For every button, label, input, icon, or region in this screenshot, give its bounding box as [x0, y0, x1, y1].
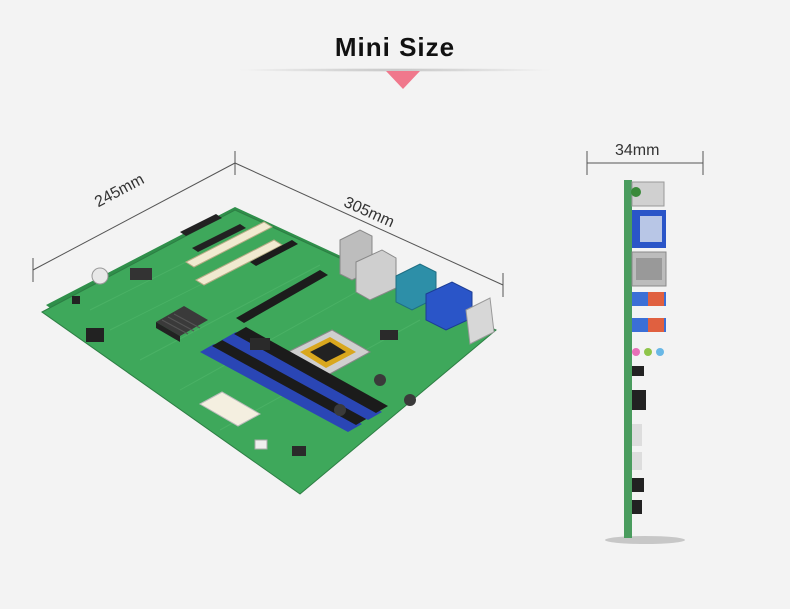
title-arrow-icon	[386, 71, 420, 89]
page-title: Mini Size	[334, 32, 456, 62]
chipset-heatsink	[156, 306, 208, 342]
dimm-slots	[200, 327, 388, 432]
pci-slots	[180, 214, 328, 323]
header: Mini Size	[0, 0, 790, 100]
atx-power-connector	[198, 391, 262, 427]
side-view-board	[605, 180, 685, 544]
height-label: 34mm	[615, 142, 660, 159]
board-components	[72, 267, 416, 456]
title-underline	[235, 68, 555, 72]
height-dimension-line	[586, 151, 704, 175]
width-dimension-line	[234, 162, 504, 297]
rear-io-connectors	[339, 229, 495, 345]
